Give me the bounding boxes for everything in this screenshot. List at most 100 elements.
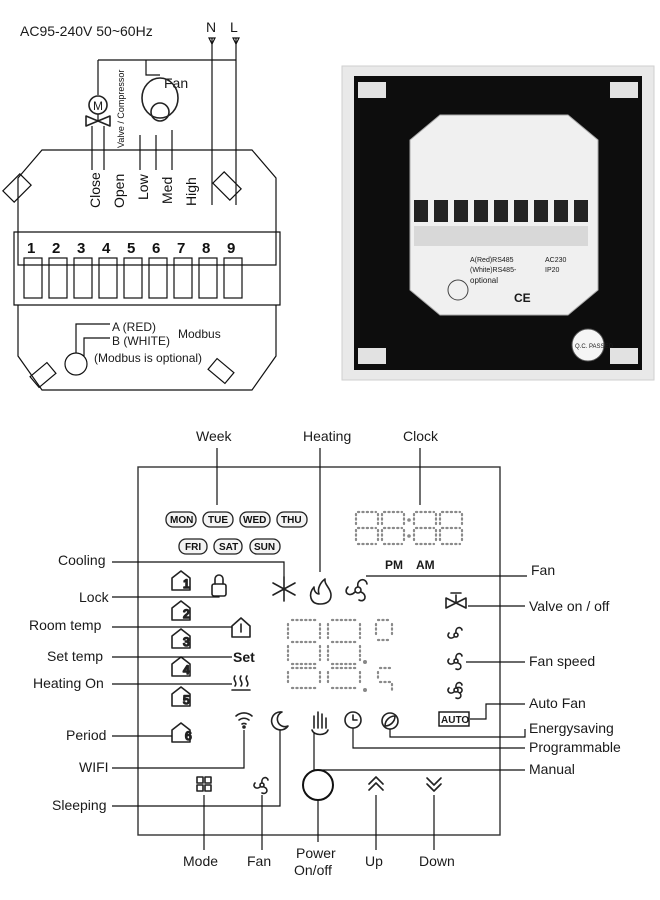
heating-on-label: Heating On bbox=[33, 675, 104, 691]
up-button[interactable] bbox=[368, 776, 384, 791]
day-fri: FRI bbox=[185, 542, 201, 553]
day-wed: WED bbox=[243, 515, 266, 526]
live-label: L bbox=[230, 19, 238, 35]
terminal-med-label: Med bbox=[159, 177, 175, 204]
clock-label: Clock bbox=[403, 428, 439, 444]
day-row-1: MON TUE WED THU bbox=[165, 511, 308, 528]
housing-top bbox=[17, 149, 277, 266]
fan-motor-symbol bbox=[139, 77, 179, 170]
room-temp-icon bbox=[231, 617, 251, 638]
heating-label: Heating bbox=[303, 428, 351, 444]
am-indicator: AM bbox=[416, 558, 435, 572]
svg-text:5: 5 bbox=[127, 240, 135, 257]
fan-speed-label: Fan speed bbox=[529, 653, 595, 669]
on-off-label: On/off bbox=[294, 862, 332, 878]
day-mon: MON bbox=[170, 515, 193, 526]
modbus-note: (Modbus is optional) bbox=[94, 351, 202, 365]
modbus-label: Modbus bbox=[178, 327, 221, 341]
fan-speed-med-icon bbox=[447, 652, 463, 671]
svg-text:AUTO: AUTO bbox=[441, 715, 469, 726]
fan-indicator-label: Fan bbox=[531, 562, 555, 578]
day-tue: TUE bbox=[208, 515, 228, 526]
sleeping-label: Sleeping bbox=[52, 797, 107, 813]
neutral-label: N bbox=[206, 19, 216, 35]
set-temp-label: Set temp bbox=[47, 648, 103, 664]
down-label: Down bbox=[419, 853, 455, 869]
svg-text:5: 5 bbox=[183, 693, 190, 707]
fan-button[interactable] bbox=[253, 776, 269, 795]
ce-mark: CE bbox=[514, 291, 531, 305]
down-button[interactable] bbox=[426, 777, 442, 792]
valve-symbol: M Valve / Compressor bbox=[85, 70, 126, 170]
fan-icon bbox=[345, 578, 368, 602]
fan-button-label: Fan bbox=[247, 853, 271, 869]
set-temp-digits bbox=[286, 666, 394, 692]
mode-button[interactable] bbox=[196, 776, 212, 792]
rs485-a-label: A(Red)RS485 bbox=[470, 257, 514, 264]
terminal-block bbox=[13, 231, 281, 306]
optional-label: optional bbox=[470, 276, 498, 285]
valve-compressor-label: Valve / Compressor bbox=[116, 70, 126, 148]
svg-text:6: 6 bbox=[152, 240, 160, 257]
week-label: Week bbox=[196, 428, 233, 444]
svg-text:7: 7 bbox=[177, 240, 185, 257]
svg-text:1: 1 bbox=[183, 577, 190, 591]
modbus-a-label: A (RED) bbox=[112, 320, 156, 334]
power-button[interactable] bbox=[302, 769, 334, 801]
svg-text:3: 3 bbox=[77, 240, 85, 257]
svg-text:4: 4 bbox=[102, 240, 111, 257]
housing-bottom bbox=[17, 305, 277, 391]
modbus-b-label: B (WHITE) bbox=[112, 334, 170, 348]
valve-label: Valve on / off bbox=[529, 598, 610, 614]
power-label: Power bbox=[296, 845, 336, 861]
mode-label: Mode bbox=[183, 853, 218, 869]
day-sat: SAT bbox=[219, 542, 238, 553]
ip20-label: IP20 bbox=[545, 267, 560, 274]
svg-text:M: M bbox=[93, 99, 103, 113]
terminal-open-label: Open bbox=[111, 174, 127, 208]
day-row-2: FRI SAT SUN bbox=[178, 538, 281, 555]
wiring-diagram: AC95-240V 50~60Hz N L Fan M Valve / Comp… bbox=[2, 19, 281, 391]
rs485-b-label: (White)RS485- bbox=[470, 267, 517, 274]
cooling-label: Cooling bbox=[58, 552, 105, 568]
manual-label: Manual bbox=[529, 761, 575, 777]
supply-label: AC95-240V 50~60Hz bbox=[20, 23, 153, 39]
clock-digits bbox=[354, 510, 464, 546]
wifi-icon bbox=[235, 712, 253, 729]
wifi-label: WIFI bbox=[79, 759, 109, 775]
set-indicator: Set bbox=[233, 649, 255, 665]
auto-fan-badge: AUTO bbox=[438, 711, 470, 727]
fan-speed-low-icon bbox=[447, 626, 463, 639]
hand-icon bbox=[311, 711, 329, 736]
auto-fan-label: Auto Fan bbox=[529, 695, 586, 711]
svg-text:4: 4 bbox=[183, 663, 190, 677]
svg-text:2: 2 bbox=[183, 607, 190, 621]
room-temp-digits bbox=[286, 618, 394, 666]
up-label: Up bbox=[365, 853, 383, 869]
svg-text:3: 3 bbox=[183, 635, 190, 649]
svg-text:8: 8 bbox=[202, 240, 210, 257]
ac230-label: AC230 bbox=[545, 257, 567, 264]
fan-label: Fan bbox=[164, 75, 188, 91]
pm-indicator: PM bbox=[385, 558, 403, 572]
day-thu: THU bbox=[281, 515, 302, 526]
period-label: Period bbox=[66, 727, 106, 743]
flame-icon bbox=[309, 578, 332, 605]
terminal-close-label: Close bbox=[87, 172, 103, 208]
moon-icon bbox=[270, 711, 289, 731]
heating-on-icon bbox=[231, 675, 251, 691]
terminal-screws bbox=[23, 257, 243, 299]
day-sun: SUN bbox=[254, 542, 275, 553]
svg-text:9: 9 bbox=[227, 240, 235, 257]
svg-text:1: 1 bbox=[27, 240, 35, 257]
room-temp-label: Room temp bbox=[29, 617, 102, 633]
programmable-label: Programmable bbox=[529, 739, 621, 755]
terminal-low-label: Low bbox=[135, 173, 151, 200]
period-icons: 1 2 3 4 5 6 bbox=[171, 570, 193, 744]
svg-text:2: 2 bbox=[52, 240, 60, 257]
lock-label: Lock bbox=[79, 589, 110, 605]
snowflake-icon bbox=[272, 576, 296, 602]
front-panel-diagram: Week Heating Clock MON TUE WED THU FRI S… bbox=[29, 428, 621, 878]
fan-speed-high-icon bbox=[447, 681, 463, 700]
